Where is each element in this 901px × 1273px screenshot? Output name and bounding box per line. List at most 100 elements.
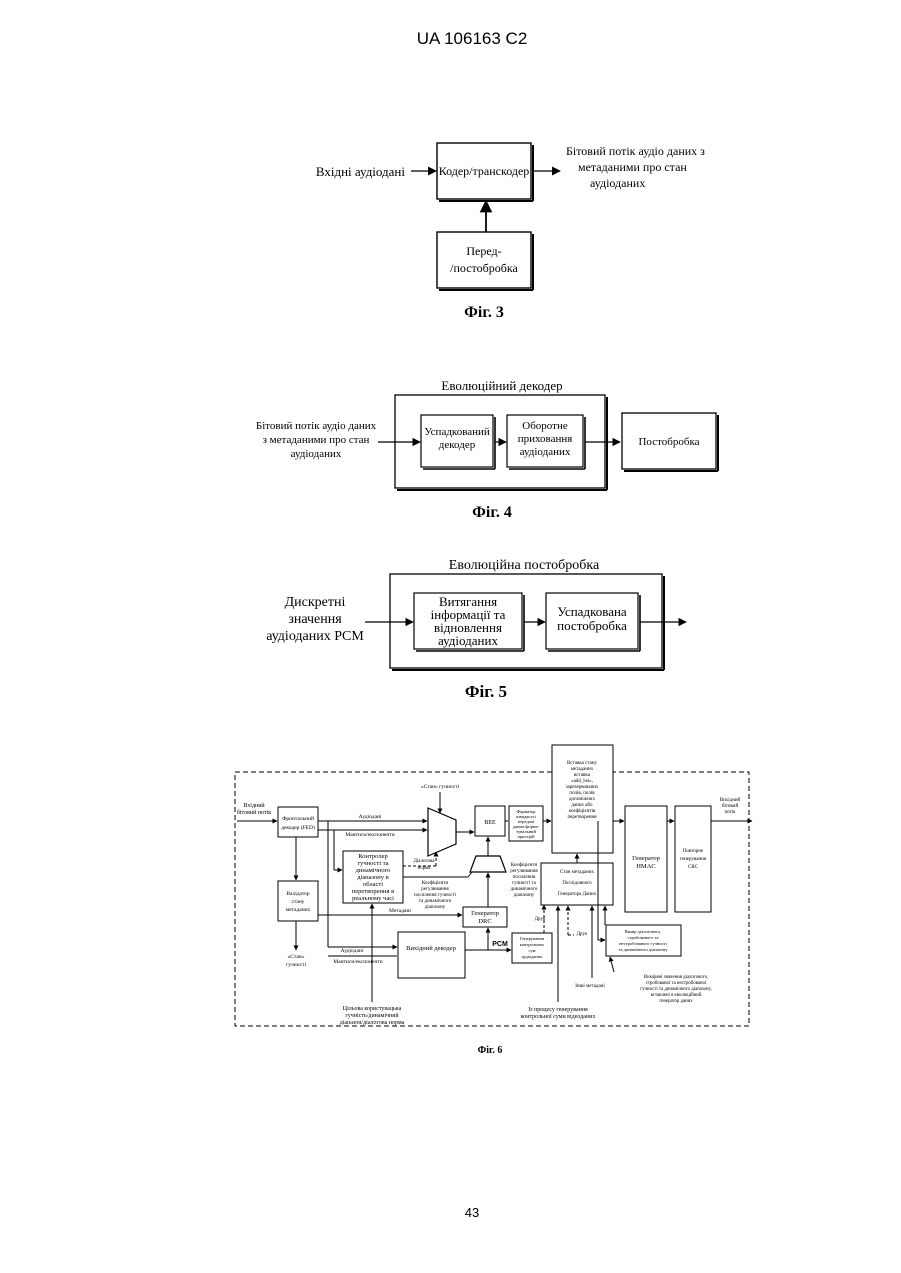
metadata-label: Метадані — [389, 908, 411, 914]
coef-label-2-line-3: посилення — [513, 875, 536, 880]
coef-label-2-line-2: регулювання — [510, 869, 538, 874]
input-bitstream-line-2: бітовий потік — [237, 809, 271, 816]
fig4-input-line-3: аудіоданих — [291, 448, 342, 460]
checksum-line-4: аудіоданих — [522, 954, 543, 959]
audio-label-2: Аудіодані — [341, 948, 364, 954]
insert-line-10: перетворення — [568, 815, 598, 820]
controller-line-2: гучності та — [357, 860, 388, 867]
state-gen-line-2: Послідовного — [562, 881, 592, 886]
insert-line-6: полів, полів — [569, 791, 595, 796]
fig5-input-line-1: Дискретні — [285, 595, 346, 610]
page-number: 43 — [465, 1205, 479, 1220]
insert-line-7: допоміжних — [569, 797, 595, 802]
fig5-input-line-3: аудіоданих PCM — [266, 629, 364, 644]
pre-post-line-2: /постобробка — [450, 261, 518, 275]
validator-line-2: стану — [291, 899, 304, 905]
pcm-label: PCM — [492, 941, 508, 948]
coef-label-2-line-6: діапазону — [514, 893, 535, 898]
mux-symbol — [428, 808, 456, 856]
checksum-line-2: контрольних — [520, 942, 545, 947]
fig3-output-line-2: метаданими про стан — [578, 160, 687, 174]
reverse-hiding-line-3: аудіоданих — [520, 446, 571, 458]
coefficient-selector-symbol — [470, 856, 506, 872]
pre-post-processing-box — [437, 232, 531, 288]
coef-label-2-line-5: динамічного — [511, 887, 538, 892]
figure-3: Вхідні аудіодані Кодер/транскодер Бітови… — [316, 143, 705, 321]
mantissa-label-2: Мантиси/експоненти — [333, 959, 382, 965]
fig3-output-line-1: Бітовий потік аудіо даних з — [566, 144, 705, 158]
coef-label-2-line-1: Коефіцієнти — [511, 863, 538, 868]
figure-6: Вхідний бітовий потік Фронтальний декоде… — [235, 745, 752, 1026]
measured-values-line-5: генератор даних — [659, 999, 693, 1004]
insert-line-2: метаданих — [571, 767, 594, 772]
fig5-title: Еволюційна постобробка — [449, 558, 600, 573]
dialog-norm-line-1: Діалогова — [414, 859, 436, 864]
legacy-decoder-line-1: Успадкований — [424, 426, 490, 438]
insert-line-3: вставка — [574, 773, 591, 778]
mantissa-label-1: Мантиси/експоненти — [345, 832, 394, 838]
controller-line-5: області — [363, 881, 383, 888]
coef-label-1-line-3: посилення гучності — [414, 893, 457, 898]
dialog-norm-line-2: норма — [418, 866, 432, 871]
crc-line-2: генерування — [680, 857, 707, 862]
target-line-2: гучність/динамічний — [345, 1012, 399, 1019]
checksum-line-1: Генерування — [520, 936, 544, 941]
measured-values-line-3: гучності та динамічного діапазону, — [640, 987, 712, 992]
measured-values-line-4: вставлені в еволюційний — [651, 993, 702, 998]
crc-line-1: Повторне — [683, 849, 704, 854]
fig3-caption: Фіг. 3 — [464, 304, 504, 321]
state-out-line-2: гучності — [286, 962, 306, 968]
output-bitstream-line-3: потік — [724, 810, 736, 815]
fed-line-2: декодер (FED) — [281, 824, 315, 831]
fig4-title: Еволюційний декодер — [441, 378, 562, 393]
state-out-line-1: «Стан» — [288, 954, 305, 960]
document-number: UA 106163 C2 — [417, 29, 528, 48]
state-gen-line-3: Генератора Даних — [558, 892, 597, 897]
fig4-input-line-2: з метаданими про стан — [263, 434, 370, 446]
coef-label-2-line-4: гучності та — [512, 881, 537, 886]
fed-line-1: Фронтальний — [282, 815, 314, 822]
video-checksum-line-1: Із процесу генерування — [528, 1007, 588, 1013]
drc-gen-line-2: DRC — [478, 918, 491, 925]
coef-label-1-line-1: Коефіцієнти — [422, 881, 449, 886]
measure-line-3: нестробованого гучності — [619, 941, 667, 946]
measured-values-line-1: Виміряні значення діалогового, — [644, 975, 708, 980]
output-bitstream-line-2: бітовий — [722, 804, 739, 809]
fig4-caption: Фіг. 4 — [472, 504, 512, 521]
input-bitstream-line-1: Вхідний — [243, 802, 265, 809]
validator-line-1: Валідатор — [286, 891, 310, 897]
encoder-transcoder-label: Кодер/транскодер — [439, 164, 530, 178]
fig5-input-line-2: значення — [288, 612, 342, 627]
checksum-line-3: сум — [529, 948, 536, 953]
front-end-decoder-box — [278, 807, 318, 837]
other-metadata-label: Інші метадані — [575, 984, 605, 989]
output-decoder-box — [398, 932, 465, 978]
controller-line-4: діапазону в — [357, 874, 388, 881]
drc-gen-line-1: Генератор — [471, 910, 499, 917]
target-line-3: діапазон/діалогова норма — [340, 1020, 405, 1026]
validator-line-3: метаданих — [286, 907, 311, 913]
figure-4: Еволюційний декодер Бітовий потік аудіо … — [256, 378, 718, 521]
print-label-1: Друк — [535, 917, 546, 922]
insert-line-5: зарезервованих — [566, 785, 599, 790]
coef-label-1-line-4: та динамічного — [419, 899, 452, 904]
fig3-input-label: Вхідні аудіодані — [316, 164, 406, 179]
controller-line-3: динамічного — [356, 867, 391, 874]
insert-line-1: Вставка стану — [567, 761, 598, 766]
insert-line-8: даних або — [571, 803, 593, 808]
controller-line-7: реальному часі — [352, 895, 394, 902]
target-line-1: Цільова користувацька — [343, 1006, 402, 1012]
state-gen-line-1: Стан метаданих — [560, 870, 595, 875]
loudness-state-top-label: «Стан» гучності — [421, 784, 460, 790]
measure-line-2: стробованого та — [628, 935, 659, 940]
measured-values-line-2: стробованої та нестробованої — [646, 981, 707, 986]
output-decoder-label: Вихідний декодер — [406, 945, 456, 952]
legacy-post-line-1: Успадкована — [557, 604, 627, 619]
figure-5: Еволюційна постобробка Дискретні значенн… — [266, 558, 686, 701]
measure-line-4: та динамічного діапазону — [619, 947, 669, 952]
insert-line-9: коефіцієнтів — [569, 809, 596, 814]
crc-line-3: CRC — [688, 865, 699, 870]
fig3-output-line-3: аудіоданих — [590, 176, 645, 190]
